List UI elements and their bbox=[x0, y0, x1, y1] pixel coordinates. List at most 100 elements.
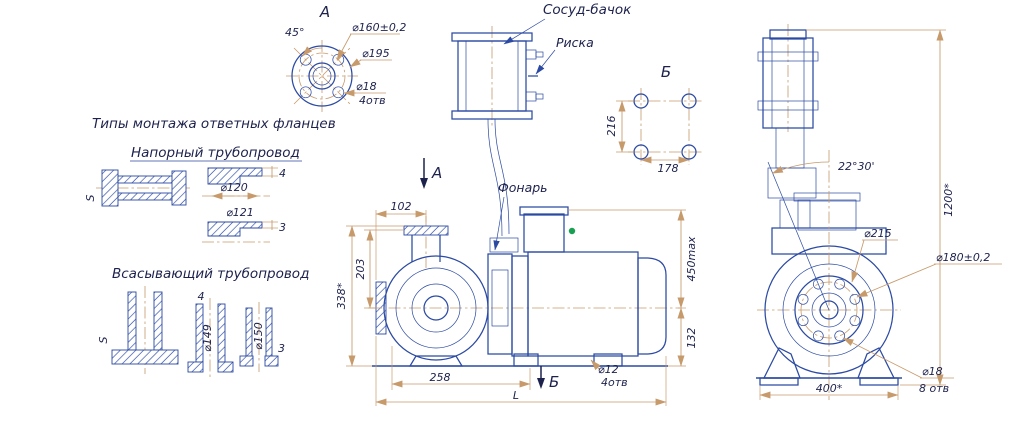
flange-circle-d215 bbox=[794, 275, 864, 345]
foot-pad bbox=[859, 377, 899, 386]
bolt-circle-d180 bbox=[800, 281, 858, 339]
holes-count-label: 4отв bbox=[601, 376, 628, 389]
suction-pipe-title: Всасывающий трубопровод bbox=[112, 266, 309, 282]
lantern-bracket bbox=[487, 253, 513, 355]
dim-d180-label: ⌀180±0,2 bbox=[936, 251, 990, 264]
dim-d150-label: ⌀150 bbox=[252, 322, 265, 350]
dim-L-label: L bbox=[513, 389, 519, 402]
bolt-hole bbox=[849, 315, 861, 327]
dim-400: 400* bbox=[759, 382, 899, 400]
upper-block bbox=[767, 167, 817, 199]
dim-d120-label: ⌀120 bbox=[220, 181, 248, 194]
pump-casing-inner bbox=[395, 267, 477, 349]
pressure-flange-section-welded: S bbox=[84, 169, 192, 207]
dim-d18-holes: ⌀18 8 отв bbox=[842, 337, 954, 395]
vessel-fitting-cap bbox=[535, 51, 544, 58]
suction-flange-section-welded: S bbox=[97, 286, 179, 374]
leader bbox=[842, 337, 923, 379]
leader bbox=[856, 263, 937, 298]
flange-ring-section bbox=[101, 169, 119, 207]
vessel-flange-band bbox=[757, 100, 819, 111]
dim-338-label: 338* bbox=[335, 282, 348, 309]
pipe-wall-left bbox=[127, 291, 137, 351]
foot-pad bbox=[759, 377, 799, 386]
pump-shaft bbox=[423, 295, 449, 321]
pressure-pipe-title: Напорный трубопровод bbox=[131, 145, 300, 161]
dim-132-label: 132 bbox=[685, 328, 698, 349]
bolt-hole bbox=[299, 86, 312, 99]
dim-216-label: 216 bbox=[605, 116, 618, 137]
leader bbox=[590, 359, 601, 371]
holes-count-label: 8 отв bbox=[919, 382, 949, 395]
dim-t1-label: 4 bbox=[198, 290, 205, 303]
lantern-leader bbox=[493, 196, 505, 251]
dim-d160-label: ⌀160±0,2 bbox=[352, 21, 406, 34]
flange-bore-circle bbox=[308, 62, 336, 90]
view-a-title: А bbox=[319, 3, 330, 21]
vessel-flange-band bbox=[757, 51, 819, 62]
motor-fan-cover bbox=[637, 257, 667, 355]
foot-hole bbox=[681, 93, 697, 109]
dim-s-label: S bbox=[97, 336, 110, 343]
lantern-window bbox=[491, 269, 509, 327]
dim-338: 338* bbox=[335, 225, 404, 367]
counter-flange-panel: Типы монтажа ответных фланцев Напорный т… bbox=[84, 116, 336, 378]
bolt-hole bbox=[812, 278, 824, 290]
dim-132: 132 bbox=[668, 307, 698, 367]
dim-d18-label: ⌀18 bbox=[356, 80, 377, 93]
dim-t2-label: 3 bbox=[279, 221, 286, 234]
flange-ring-section bbox=[111, 349, 179, 365]
angle-arc bbox=[771, 161, 830, 174]
pipe-wall-bottom bbox=[117, 192, 173, 201]
view-b-title: Б bbox=[661, 63, 671, 81]
motor-terminal-box bbox=[523, 213, 565, 253]
terminal-box-cap-end bbox=[793, 192, 861, 202]
bolt-hole bbox=[797, 293, 809, 305]
dim-s-label: S bbox=[84, 194, 97, 201]
hub-circle bbox=[811, 292, 847, 328]
bolt-hole bbox=[849, 293, 861, 305]
pipe-wall-top bbox=[117, 175, 173, 184]
terminal-box-cap bbox=[519, 206, 569, 216]
vessel-fitting-bottom bbox=[525, 91, 537, 102]
dim-178-label: 178 bbox=[658, 162, 679, 175]
leader-d195 bbox=[349, 58, 362, 68]
flange-bolt-circle bbox=[298, 52, 346, 100]
flange-bore-inner bbox=[312, 66, 332, 86]
seal-gland bbox=[489, 237, 519, 253]
shaft-circle bbox=[819, 300, 839, 320]
flange-foot bbox=[239, 355, 254, 367]
vessel-cap bbox=[769, 29, 807, 40]
dim-102: 102 bbox=[375, 200, 427, 280]
vessel-bottom-flange bbox=[451, 110, 533, 120]
dim-203-label: 203 bbox=[354, 259, 367, 280]
angle-ray bbox=[767, 161, 830, 311]
flange-ring-section bbox=[171, 170, 187, 206]
flange-outer-circle bbox=[291, 45, 353, 107]
pipe-wall-right bbox=[265, 307, 273, 363]
ground-terminal-mark bbox=[568, 227, 576, 235]
view-b-bolt-pattern: Б 216 178 bbox=[605, 63, 702, 175]
dim-450max: 450max bbox=[568, 209, 698, 309]
vessel-leader bbox=[503, 18, 546, 45]
motor-body-finned bbox=[527, 251, 639, 357]
dim-L: L bbox=[375, 336, 667, 406]
flange-foot bbox=[187, 361, 204, 373]
section-b-label: Б bbox=[549, 373, 559, 391]
leader bbox=[851, 239, 865, 283]
support-column bbox=[775, 127, 805, 169]
right-foot bbox=[857, 347, 896, 379]
left-foot bbox=[762, 347, 801, 379]
feed-pipe-left bbox=[487, 118, 503, 237]
flange-centerline-diag2 bbox=[293, 47, 351, 105]
lantern-label: Фонарь bbox=[498, 180, 548, 195]
dim-400-label: 400* bbox=[816, 382, 843, 395]
lower-column bbox=[779, 199, 811, 229]
flange-half-section bbox=[207, 221, 263, 237]
dim-258: 258 bbox=[391, 346, 531, 390]
dim-t1-label: 4 bbox=[279, 167, 286, 180]
dim-d18-label: ⌀18 bbox=[922, 365, 943, 378]
angle-45-arc bbox=[301, 46, 323, 57]
vessel-fitting-cap bbox=[535, 93, 544, 100]
